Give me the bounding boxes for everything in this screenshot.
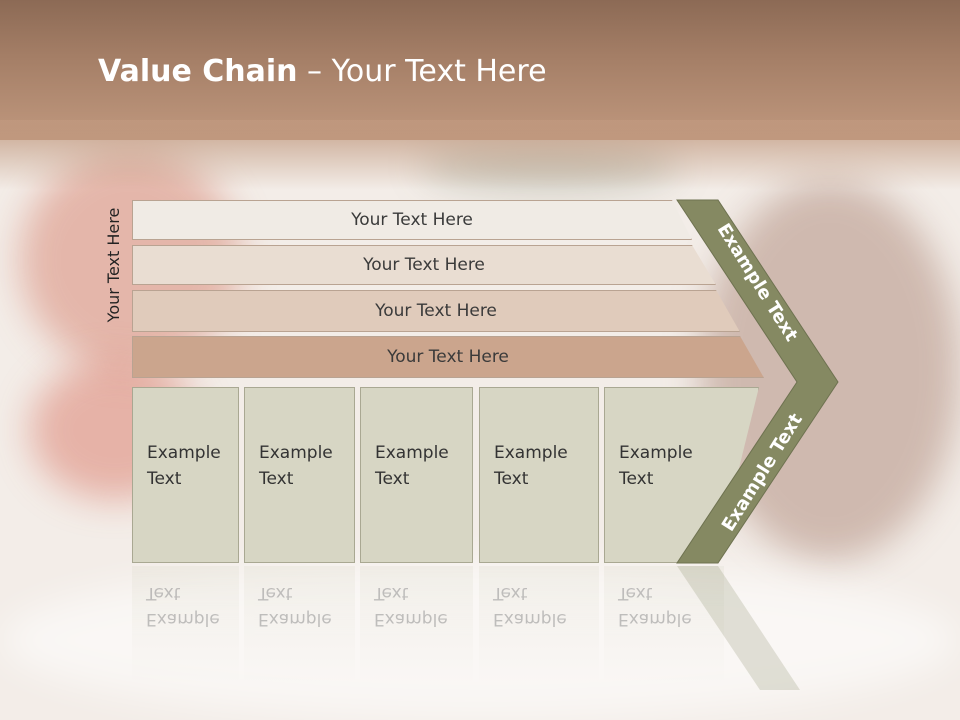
- bar-1-label: Your Text Here: [351, 210, 473, 230]
- column-4: Example Text: [479, 387, 599, 563]
- title-rest: – Your Text Here: [297, 54, 547, 89]
- reflection-4-line1: Example: [493, 609, 567, 629]
- column-4-line2: Text: [494, 469, 529, 489]
- reflection-4-line2: Text: [493, 583, 528, 603]
- column-2-line2: Text: [259, 469, 294, 489]
- column-3-line2: Text: [375, 469, 410, 489]
- vertical-label: Your Text Here: [104, 207, 123, 323]
- reflection-2-line2: Text: [258, 583, 293, 603]
- column-1-reflection: Example Text: [132, 566, 239, 686]
- column-2-reflection: Example Text: [244, 566, 355, 686]
- bar-1: Your Text Here: [132, 200, 692, 240]
- column-5-line1: Example: [619, 443, 693, 463]
- reflection-3-line2: Text: [374, 583, 409, 603]
- column-1-line1: Example: [147, 443, 221, 463]
- page-title: Value Chain – Your Text Here: [98, 54, 547, 89]
- column-2: Example Text: [244, 387, 355, 563]
- reflection-2-line1: Example: [258, 609, 332, 629]
- bar-2-label: Your Text Here: [363, 255, 485, 275]
- reflection-5-line1: Example: [618, 609, 692, 629]
- column-3: Example Text: [360, 387, 473, 563]
- header-band: [0, 0, 960, 140]
- bar-4: Your Text Here: [132, 336, 764, 378]
- reflection-5-line2: Text: [618, 583, 653, 603]
- column-1-line2: Text: [147, 469, 182, 489]
- title-bold: Value Chain: [98, 54, 298, 89]
- column-3-line1: Example: [375, 443, 449, 463]
- bar-3: Your Text Here: [132, 290, 740, 332]
- column-5-line2: Text: [619, 469, 654, 489]
- bar-3-label: Your Text Here: [375, 301, 497, 321]
- header-fade: [0, 120, 960, 190]
- reflection-3-line1: Example: [374, 609, 448, 629]
- reflection-1-line1: Example: [146, 609, 220, 629]
- column-3-reflection: Example Text: [360, 566, 473, 686]
- bar-4-label: Your Text Here: [387, 347, 509, 367]
- column-5-reflection: Example Text: [604, 566, 724, 686]
- column-2-line1: Example: [259, 443, 333, 463]
- reflection-1-line2: Text: [146, 583, 181, 603]
- plate-blur: [0, 560, 960, 720]
- bar-2: Your Text Here: [132, 245, 716, 285]
- column-4-reflection: Example Text: [479, 566, 599, 686]
- column-1: Example Text: [132, 387, 239, 563]
- column-4-line1: Example: [494, 443, 568, 463]
